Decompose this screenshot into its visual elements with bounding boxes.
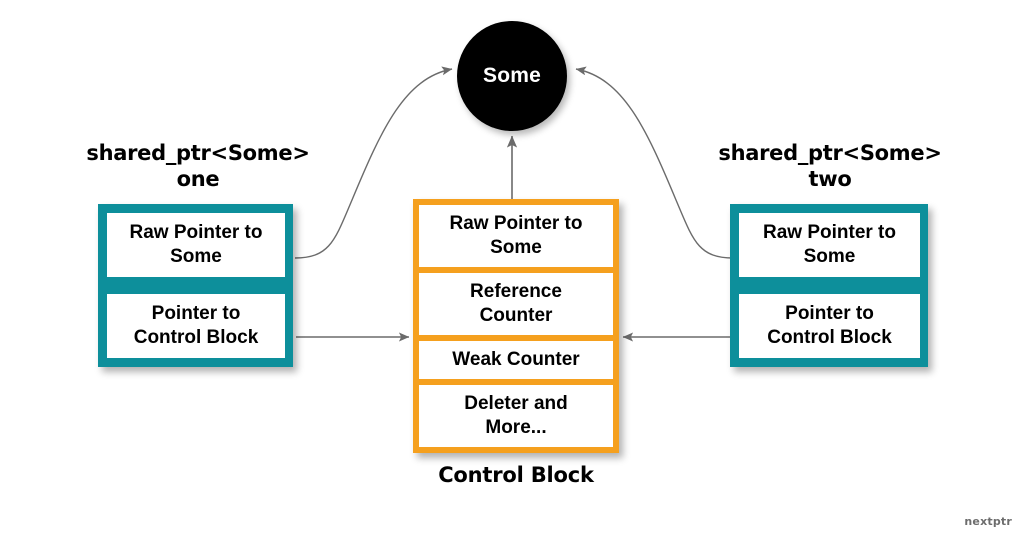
shared-ptr-one-box: Raw Pointer to Some Pointer to Control B… — [98, 204, 293, 367]
control-block-box: Raw Pointer to Some Reference Counter We… — [413, 199, 619, 453]
shared-ptr-one-raw-pointer-cell: Raw Pointer to Some — [107, 213, 285, 277]
watermark-nextptr: nextptr — [964, 515, 1012, 528]
control-block-reference-counter-cell: Reference Counter — [419, 273, 613, 335]
control-block-raw-pointer-cell: Raw Pointer to Some — [419, 205, 613, 267]
object-node-label: Some — [483, 64, 541, 87]
shared-ptr-two-title: shared_ptr<Some> two — [718, 141, 942, 191]
control-block-group: Raw Pointer to Some Reference Counter We… — [413, 199, 619, 487]
control-block-caption: Control Block — [438, 463, 594, 487]
shared-ptr-one-group: shared_ptr<Some> one Raw Pointer to Some… — [82, 140, 314, 367]
shared-ptr-two-control-block-pointer-cell: Pointer to Control Block — [739, 294, 920, 358]
shared-ptr-two-group: shared_ptr<Some> two Raw Pointer to Some… — [714, 140, 946, 367]
shared-ptr-one-control-block-pointer-cell: Pointer to Control Block — [107, 294, 285, 358]
control-block-deleter-cell: Deleter and More... — [419, 385, 613, 447]
object-node-some: Some — [457, 21, 567, 131]
shared-ptr-one-title: shared_ptr<Some> one — [86, 141, 310, 191]
shared-ptr-two-raw-pointer-cell: Raw Pointer to Some — [739, 213, 920, 277]
shared-ptr-two-box: Raw Pointer to Some Pointer to Control B… — [730, 204, 928, 367]
control-block-weak-counter-cell: Weak Counter — [419, 341, 613, 379]
